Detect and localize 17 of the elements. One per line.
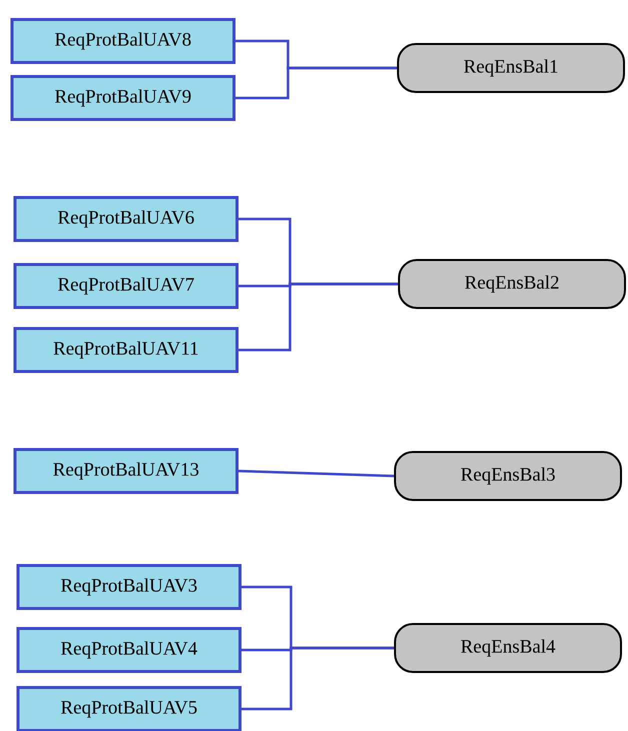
requirement-box: ReqProtBalUAV7 <box>14 263 238 309</box>
requirement-box: ReqProtBalUAV9 <box>10 75 236 121</box>
connector-line <box>238 470 394 478</box>
requirement-box: ReqProtBalUAV3 <box>16 564 242 610</box>
requirement-box: ReqProtBalUAV8 <box>10 18 236 64</box>
requirement-box: ReqProtBalUAV13 <box>14 448 238 494</box>
requirement-box: ReqProtBalUAV5 <box>16 686 242 731</box>
ensemble-box: ReqEnsBal1 <box>397 43 625 93</box>
connector-line <box>238 282 398 352</box>
connector-line <box>242 646 394 710</box>
connector-line <box>236 66 397 100</box>
ensemble-box: ReqEnsBal3 <box>394 451 622 501</box>
requirement-box: ReqProtBalUAV4 <box>16 627 242 673</box>
ensemble-box: ReqEnsBal2 <box>398 259 626 309</box>
requirement-box: ReqProtBalUAV6 <box>14 196 238 242</box>
requirement-box: ReqProtBalUAV11 <box>14 327 238 373</box>
ensemble-box: ReqEnsBal4 <box>394 623 622 673</box>
